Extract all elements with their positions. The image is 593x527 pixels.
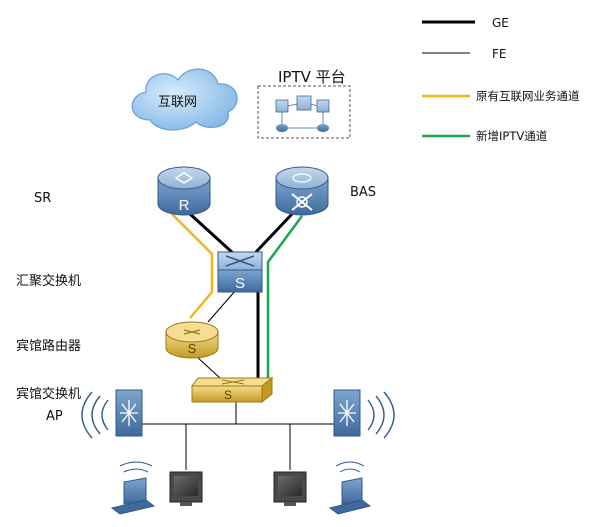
hotel-router-label: 宾馆路由器 [16, 338, 81, 354]
agg-switch-label: 汇聚交换机 [16, 273, 81, 289]
laptop-icon [341, 477, 363, 505]
link-agg-hotelrouter [207, 289, 237, 323]
internet-label: 互联网 [158, 95, 197, 110]
link-bas-agg [254, 212, 294, 254]
iptv-server-icons [275, 95, 330, 132]
internet-cloud: 互联网 [131, 68, 238, 131]
path-internet-channel [171, 213, 214, 319]
ap-left [81, 389, 143, 439]
laptop-icon [123, 477, 147, 505]
iptv-platform: IPTV 平台 [257, 68, 351, 139]
ap-label: AP [46, 409, 63, 424]
sr-router: R [157, 166, 211, 216]
link-hotelrouter-hotelswitch [195, 355, 221, 379]
legend-iptv-channel-label: 新增IPTV通道 [476, 129, 548, 143]
hotel-router-letter: S [188, 341, 197, 356]
iptv-platform-box [257, 85, 351, 139]
path-iptv-channel [266, 215, 304, 380]
pc-right [273, 471, 307, 506]
cloud-icon [131, 68, 238, 131]
ap-right [333, 389, 395, 439]
bas-device [275, 166, 329, 216]
aggregation-switch: S [217, 251, 263, 293]
laptop-left [110, 461, 156, 515]
bas-label: BAS [350, 185, 376, 200]
sr-router-letter: R [179, 197, 190, 214]
sr-label: SR [34, 191, 51, 206]
pc-left [169, 471, 203, 506]
legend-internet-channel-label: 原有互联网业务通道 [476, 89, 580, 103]
legend-fe-label: FE [492, 47, 506, 61]
laptop-right [328, 461, 372, 515]
links [128, 212, 346, 470]
switch-icon [217, 269, 263, 293]
wifi-waves-right [367, 391, 395, 439]
legend-ge-label: GE [492, 16, 509, 30]
iptv-platform-label: IPTV 平台 [278, 68, 346, 86]
agg-switch-letter: S [235, 275, 245, 292]
hotel-switch-letter: S [224, 388, 232, 402]
hotel-switch: S [191, 376, 274, 404]
link-sr-agg [188, 212, 236, 256]
hotel-router: S [165, 321, 219, 359]
wifi-waves-left [81, 391, 109, 439]
legend: GE FE 原有互联网业务通道 新增IPTV通道 [422, 16, 580, 143]
hotel-switch-label: 宾馆交换机 [16, 386, 81, 402]
